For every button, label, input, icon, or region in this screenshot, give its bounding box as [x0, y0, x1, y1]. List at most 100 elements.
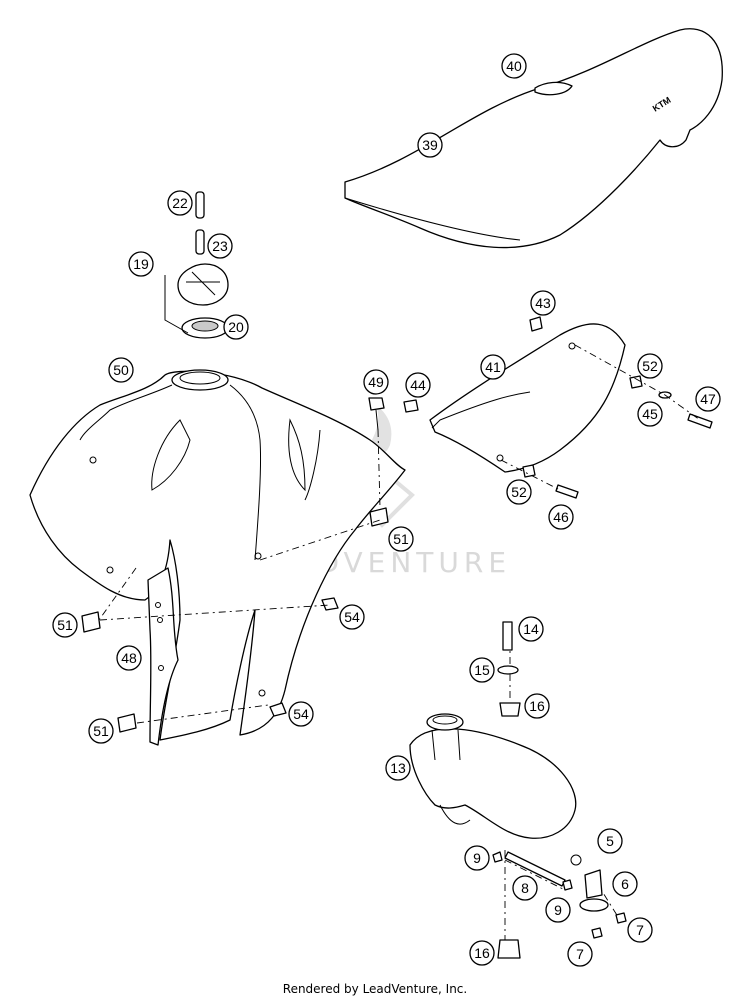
callout-22[interactable]: 22: [167, 190, 193, 216]
callout-6[interactable]: 6: [612, 871, 638, 897]
callout-label: 8: [521, 880, 529, 896]
callout-circle: [512, 875, 538, 901]
callout-label: 49: [368, 374, 384, 390]
callout-50[interactable]: 50: [108, 357, 134, 383]
callout-circle: [637, 353, 663, 379]
callout-label: 19: [133, 256, 149, 272]
callout-label: 23: [212, 238, 228, 254]
callout-circle: [288, 701, 314, 727]
callout-circle: [167, 190, 193, 216]
callout-39[interactable]: 39: [417, 132, 443, 158]
callout-circle: [637, 401, 663, 427]
callout-41[interactable]: 41: [480, 354, 506, 380]
callout-label: 9: [473, 850, 481, 866]
callout-circle: [417, 132, 443, 158]
callout-circle: [52, 612, 78, 638]
callout-circle: [612, 871, 638, 897]
callout-9a[interactable]: 9: [464, 845, 490, 871]
callout-52a[interactable]: 52: [637, 353, 663, 379]
callout-circle: [339, 604, 365, 630]
callout-13[interactable]: 13: [385, 755, 411, 781]
callout-19[interactable]: 19: [128, 251, 154, 277]
callout-circle: [501, 53, 527, 79]
callout-circle: [405, 372, 431, 398]
callout-54a[interactable]: 54: [339, 604, 365, 630]
callout-label: 51: [93, 723, 109, 739]
callout-label: 14: [523, 621, 539, 637]
callout-circle: [545, 897, 571, 923]
callout-9b[interactable]: 9: [545, 897, 571, 923]
callout-label: 15: [474, 662, 490, 678]
callout-circle: [597, 828, 623, 854]
callout-45[interactable]: 45: [637, 401, 663, 427]
callout-circle: [116, 645, 142, 671]
callout-label: 16: [529, 698, 545, 714]
fuel-tank-shroud[interactable]: [29, 369, 406, 741]
callouts: 40 39 22 23 19 20 43 41 52 44 45 47 52 46 50 49 51 51 54 48…: [52, 53, 721, 967]
callout-circle: [480, 354, 506, 380]
callout-7a[interactable]: 7: [627, 917, 653, 943]
bracket[interactable]: [147, 567, 179, 746]
callout-40[interactable]: 40: [501, 53, 527, 79]
callout-circle: [548, 504, 574, 530]
callout-label: 44: [410, 377, 426, 393]
callout-circle: [530, 290, 556, 316]
callout-label: 50: [113, 362, 129, 378]
callout-circle: [385, 755, 411, 781]
callout-circle: [108, 357, 134, 383]
callout-16b[interactable]: 16: [469, 940, 495, 966]
callout-44[interactable]: 44: [405, 372, 431, 398]
side-cover[interactable]: [403, 316, 713, 499]
callout-label: 41: [485, 359, 501, 375]
callout-circle: [363, 369, 389, 395]
callout-51c[interactable]: 51: [88, 718, 114, 744]
callout-label: 20: [228, 319, 244, 335]
callout-label: 52: [511, 484, 527, 500]
callout-circle: [128, 251, 154, 277]
callout-16a[interactable]: 16: [524, 693, 550, 719]
callout-15[interactable]: 15: [469, 657, 495, 683]
callout-8[interactable]: 8: [512, 875, 538, 901]
callout-label: 39: [422, 137, 438, 153]
callout-circle: [464, 845, 490, 871]
callout-47[interactable]: 47: [695, 386, 721, 412]
callout-label: 45: [642, 406, 658, 422]
callout-20[interactable]: 20: [223, 314, 249, 340]
callout-label: 13: [390, 760, 406, 776]
callout-51a[interactable]: 51: [52, 612, 78, 638]
callout-46[interactable]: 46: [548, 504, 574, 530]
callout-label: 46: [553, 509, 569, 525]
fuel-cap-assembly[interactable]: [164, 191, 229, 339]
callout-54b[interactable]: 54: [288, 701, 314, 727]
callout-label: 54: [344, 609, 360, 625]
callout-circle: [506, 479, 532, 505]
callout-circle: [88, 718, 114, 744]
clips-and-screws[interactable]: [81, 397, 389, 733]
callout-label: 47: [700, 391, 716, 407]
callout-5[interactable]: 5: [597, 828, 623, 854]
callout-label: 48: [121, 650, 137, 666]
callout-circle: [524, 693, 550, 719]
callout-circle: [388, 526, 414, 552]
callout-label: 9: [554, 902, 562, 918]
callout-label: 7: [576, 946, 584, 962]
callout-circle: [469, 657, 495, 683]
seat[interactable]: KTM: [344, 28, 723, 249]
footer-credit: Rendered by LeadVenture, Inc.: [282, 982, 468, 996]
callout-48[interactable]: 48: [116, 645, 142, 671]
callout-circle: [469, 940, 495, 966]
callout-label: 40: [506, 58, 522, 74]
callout-7b[interactable]: 7: [567, 941, 593, 967]
callout-circle: [207, 233, 233, 259]
callout-52b[interactable]: 52: [506, 479, 532, 505]
callout-43[interactable]: 43: [530, 290, 556, 316]
callout-circle: [695, 386, 721, 412]
callout-51b[interactable]: 51: [388, 526, 414, 552]
callout-14[interactable]: 14: [518, 616, 544, 642]
reservoir-tank[interactable]: [409, 621, 627, 959]
callout-label: 16: [474, 945, 490, 961]
callout-23[interactable]: 23: [207, 233, 233, 259]
callout-circle: [223, 314, 249, 340]
callout-49[interactable]: 49: [363, 369, 389, 395]
